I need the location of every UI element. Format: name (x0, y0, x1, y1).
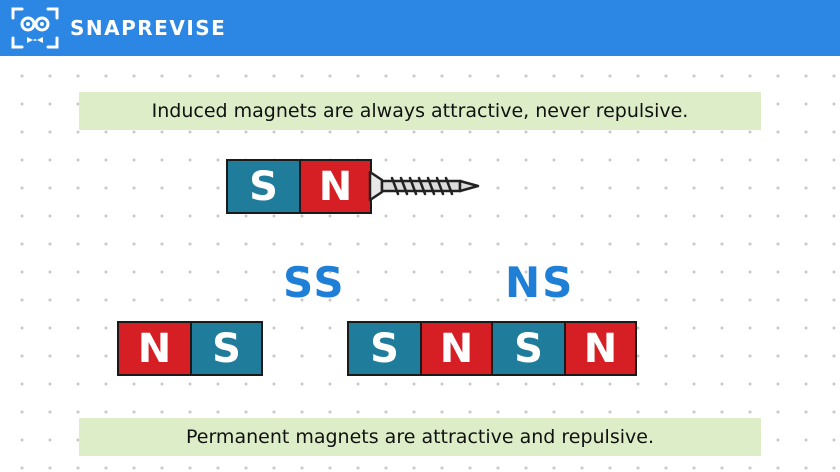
magnet-pole-south: S (349, 323, 420, 374)
screw-icon (368, 170, 480, 202)
induced-magnet: S N (226, 159, 372, 214)
magnet-pole-north: N (299, 161, 370, 212)
magnet-pole-south: S (190, 323, 261, 374)
permanent-magnets-banner: Permanent magnets are attractive and rep… (79, 418, 761, 456)
permanent-magnet-left: N S (117, 321, 263, 376)
magnet-pole-north: N (119, 323, 190, 374)
magnet-pole-south: S (228, 161, 299, 212)
permanent-magnet-right-b: S N (491, 321, 637, 376)
magnet-pole-south: S (493, 323, 564, 374)
induced-magnets-banner: Induced magnets are always attractive, n… (79, 92, 761, 130)
logo-icon (11, 7, 59, 49)
annotation-ns: NS (505, 258, 575, 307)
magnet-pole-north: N (564, 323, 635, 374)
magnet-pole-north: N (420, 323, 491, 374)
app-header: SNAPREVISE (0, 0, 840, 56)
brand-name: SNAPREVISE (70, 16, 227, 40)
annotation-ss: SS (283, 258, 346, 307)
permanent-magnet-right-a: S N (347, 321, 493, 376)
